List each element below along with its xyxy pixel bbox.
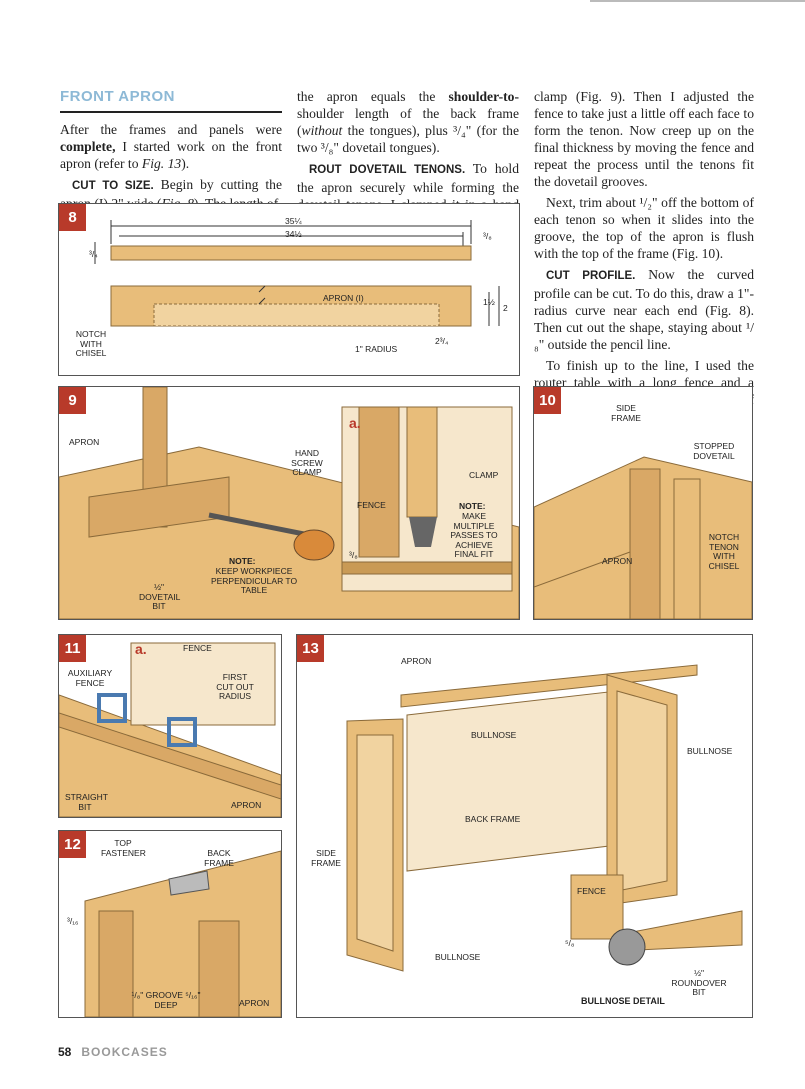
fig9-note2-text: MAKE MULTIPLE PASSES TO ACHIEVE FINAL FI… xyxy=(450,511,498,559)
figure-12-drawing xyxy=(84,850,281,1017)
fig11-fence: FENCE xyxy=(183,643,212,653)
figure-10-number: 10 xyxy=(534,387,561,414)
column-2: the apron equals the shoulder-to-shoulde… xyxy=(297,88,519,234)
top-rule xyxy=(590,0,805,2)
fig9-note-text: KEEP WORKPIECE PERPENDICULAR TO TABLE xyxy=(210,566,298,595)
figure-9-number: 9 xyxy=(59,387,86,414)
figure-9-drawing xyxy=(59,387,519,619)
fig12-apron: APRON xyxy=(239,998,270,1008)
fig10-apron: APRON xyxy=(602,556,633,566)
figure-8: 8 35¼ 34½ ³/₈ ³/₄ APRON (I) 1" RADIUS 2³… xyxy=(58,203,520,376)
fig9-dim: ³/₈ xyxy=(349,550,358,560)
figure-13: 13 APRON BULLNOSE BULLNOSE BACK FRAME SI… xyxy=(296,634,753,1018)
page-footer: 58 BOOKCASES xyxy=(58,1045,168,1059)
fig13-dim: ⁵/₈ xyxy=(565,938,575,948)
fig13-back-frame: BACK FRAME xyxy=(465,814,521,824)
page-number: 58 xyxy=(58,1045,72,1059)
fig12-top-fastener: TOP FASTENER xyxy=(101,838,146,858)
figure-8-number: 8 xyxy=(59,204,86,231)
fig9-note-title: NOTE: xyxy=(229,556,256,566)
col1-para-1: After the frames and panels were complet… xyxy=(60,122,282,171)
fig8-dim-curve: 2³/₄ xyxy=(435,336,449,346)
col3-para-1: clamp (Fig. 9). Then I adjusted the fenc… xyxy=(534,89,754,189)
fig11-apron: APRON xyxy=(231,800,262,810)
figure-10: 10 SIDE FRAME STOPPED DOVETAIL NOTCH TEN… xyxy=(533,386,753,620)
fig11-straight-bit: STRAIGHT BIT xyxy=(65,792,108,812)
figure-11-drawing xyxy=(59,642,281,817)
column-3: clamp (Fig. 9). Then I adjusted the fenc… xyxy=(534,88,754,429)
fig11-aux: AUXILIARY FENCE xyxy=(67,668,113,688)
figure-13-number: 13 xyxy=(297,635,324,662)
fig13-roundover: ½" ROUNDOVER BIT xyxy=(671,968,727,997)
figure-8-drawing xyxy=(94,220,500,327)
fig10-stopped: STOPPED DOVETAIL xyxy=(693,441,735,461)
fig13-bullnose-2: BULLNOSE xyxy=(687,746,733,756)
fig8-dim-h2: 2 xyxy=(503,303,508,313)
col2-para-1: the apron equals the shoulder-to-shoulde… xyxy=(297,89,519,155)
fig12-dim: ³/₁₆ xyxy=(67,916,79,926)
column-1: FRONT APRON After the frames and panels … xyxy=(60,88,282,216)
col3-para-3: CUT PROFILE. Now the curved profile can … xyxy=(534,267,754,352)
fig9-fence: FENCE xyxy=(357,500,386,510)
figure-11: 11 a. FENCE AUXILIARY FENCE FIRST CUT OU… xyxy=(58,634,282,818)
fig9-hand-screw: HAND SCREW CLAMP xyxy=(291,448,323,477)
fig11-sub-a: a. xyxy=(135,641,147,657)
fig12-groove: ¹/₈" GROOVE ⁵/₁₆" DEEP xyxy=(131,990,201,1010)
figure-10-drawing xyxy=(534,456,752,619)
fig13-bullnose-3: BULLNOSE xyxy=(435,952,481,962)
fig9-note2-title: NOTE: xyxy=(459,501,486,511)
fig8-dim-shoulder: 34½ xyxy=(285,229,302,239)
fig13-fence: FENCE xyxy=(577,886,606,896)
fig13-side-frame: SIDE FRAME xyxy=(311,848,341,868)
fig8-notch: NOTCH WITH CHISEL xyxy=(75,329,107,358)
fig8-part-label: APRON (I) xyxy=(323,293,364,303)
figure-12-number: 12 xyxy=(59,831,86,858)
figure-13-drawing xyxy=(346,664,743,972)
fig8-dim-h1: 1½ xyxy=(483,297,495,307)
figure-11-number: 11 xyxy=(59,635,86,662)
fig10-side-frame: SIDE FRAME xyxy=(611,403,641,423)
fig11-first-cut: FIRST CUT OUT RADIUS xyxy=(216,672,254,701)
fig12-back-frame: BACK FRAME xyxy=(204,848,234,868)
footer-title: BOOKCASES xyxy=(81,1045,168,1059)
section-title: FRONT APRON xyxy=(60,88,282,113)
fig13-detail: BULLNOSE DETAIL xyxy=(581,996,665,1006)
fig9-sub-a: a. xyxy=(349,415,361,431)
fig9-apron: APRON xyxy=(69,437,100,447)
fig9-clamp: CLAMP xyxy=(469,470,499,480)
fig13-bullnose-1: BULLNOSE xyxy=(471,730,517,740)
fig8-dim-overall: 35¼ xyxy=(285,216,302,226)
fig8-dim-thick: ³/₄ xyxy=(89,249,98,259)
figure-9: 9 APRON HAND SCREW CLAMP NOTE: KEEP WORK… xyxy=(58,386,520,620)
fig13-apron: APRON xyxy=(401,656,432,666)
fig8-radius: 1" RADIUS xyxy=(355,344,398,354)
figure-12: 12 TOP FASTENER BACK FRAME ³/₁₆ ¹/₈" GRO… xyxy=(58,830,282,1018)
fig8-dim-tongue: ³/₈ xyxy=(483,231,492,241)
fig10-notch: NOTCH TENON WITH CHISEL xyxy=(708,532,740,571)
fig9-bit: ½" DOVETAIL BIT xyxy=(139,582,181,611)
col3-para-2: Next, trim about ¹/₂" off the bottom of … xyxy=(534,195,754,261)
